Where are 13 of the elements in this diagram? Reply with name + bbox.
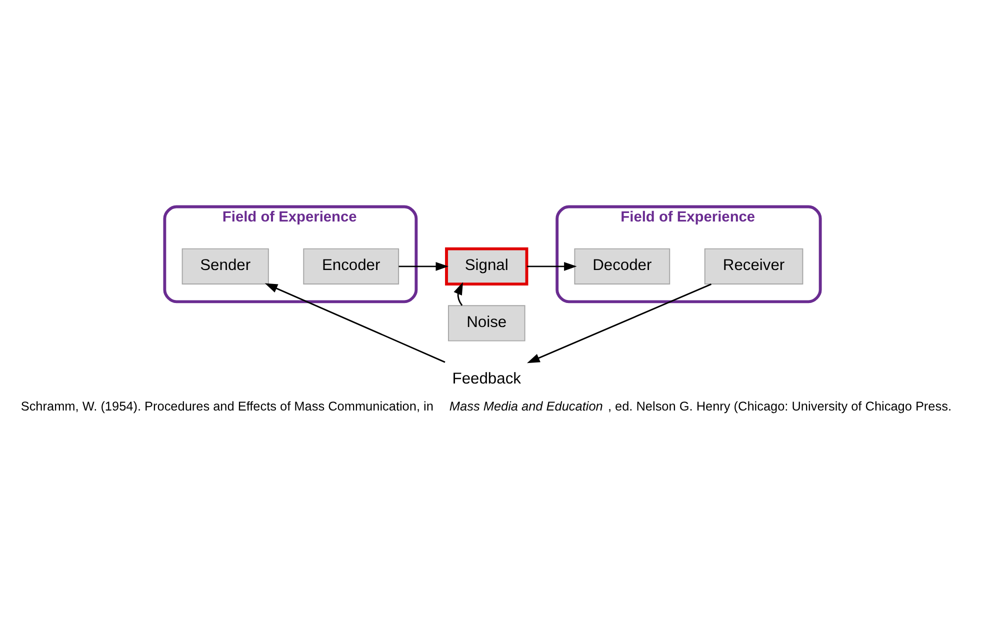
arrow	[264, 283, 446, 363]
caption: Schramm, W. (1954). Procedures and Effects of Mass Communication, in Mass Media and Education, ed. Nelson G. Henry (Chicago: University of Chicago Press.	[20, 398, 952, 414]
arrow	[454, 282, 463, 306]
arrow	[398, 262, 448, 271]
node-box: Signal	[445, 247, 528, 286]
node-box: Decoder	[574, 248, 670, 285]
node-box: Receiver	[704, 248, 804, 285]
arrow	[527, 284, 712, 364]
node-box: Noise	[448, 305, 526, 342]
arrow	[526, 262, 577, 271]
node-text: Feedback	[452, 370, 521, 388]
node-box: Sender	[182, 248, 269, 285]
node-box: Encoder	[303, 248, 400, 285]
